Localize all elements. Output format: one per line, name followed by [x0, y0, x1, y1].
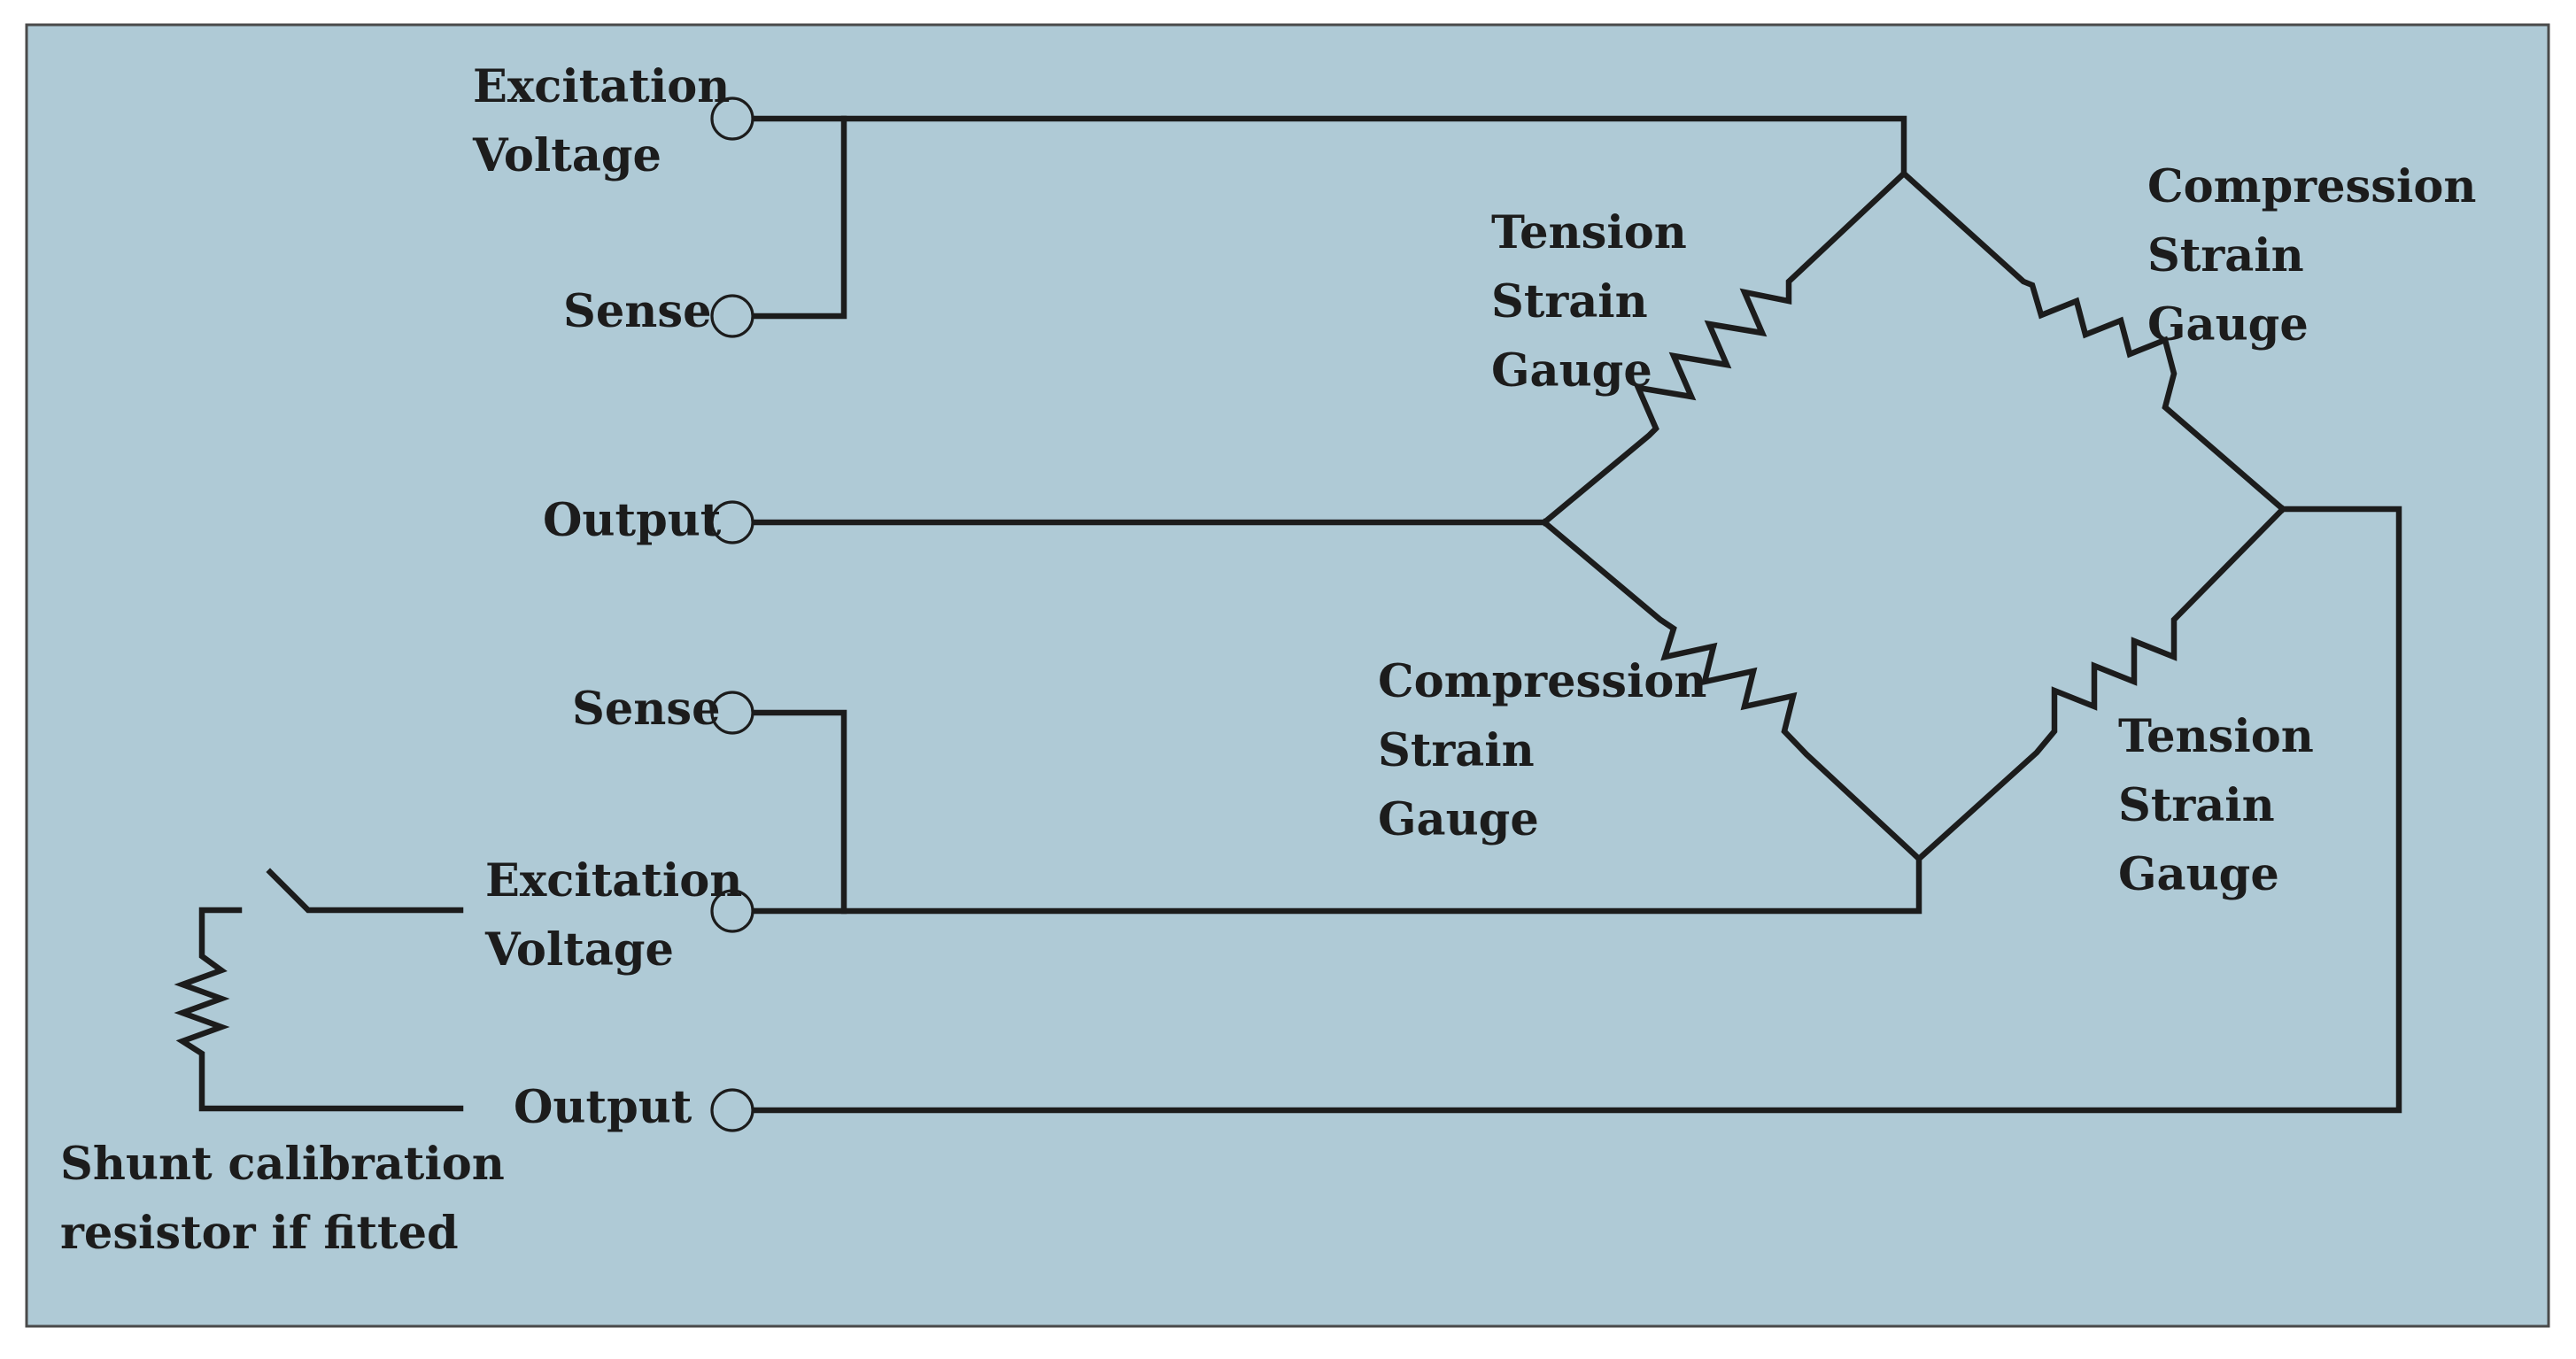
- label-output-left: Output: [543, 494, 722, 547]
- shunt-resistor-circuit: [174, 907, 464, 1112]
- label-excitation-voltage-top: Excitation Voltage: [472, 60, 746, 182]
- excitation-bottom-wire: [751, 855, 1922, 915]
- terminal-sense-top[interactable]: [710, 294, 754, 338]
- label-compression-strain-gauge-bottom-left: Compression Strain Gauge: [1378, 655, 1722, 846]
- diagram-background: [25, 23, 2550, 1328]
- terminal-excitation-top[interactable]: [710, 97, 754, 141]
- label-tension-strain-gauge-top-left: Tension Strain Gauge: [1491, 206, 1703, 398]
- excitation-top-wire: [751, 115, 1907, 177]
- terminal-output-bottom[interactable]: [710, 1088, 754, 1132]
- sense-top-wire: [751, 115, 847, 320]
- label-tension-strain-gauge-bottom-right: Tension Strain Gauge: [2118, 710, 2330, 901]
- terminal-output-left[interactable]: [710, 500, 754, 544]
- shunt-switch: [266, 868, 464, 914]
- compression-strain-gauge-bottom-left: [1540, 518, 1923, 863]
- label-excitation-voltage-bottom: Excitation Voltage: [484, 854, 758, 977]
- compression-strain-gauge-top-right: [1899, 169, 2287, 513]
- terminal-sense-bottom[interactable]: [710, 691, 754, 735]
- output-bottom-wire: [751, 506, 2402, 1114]
- sense-bottom-wire: [751, 709, 847, 915]
- label-sense-top: Sense: [563, 285, 712, 338]
- label-compression-strain-gauge-top-right: Compression Strain Gauge: [2147, 160, 2492, 351]
- label-output-bottom: Output: [514, 1081, 692, 1134]
- tension-strain-gauge-bottom-right: [1915, 505, 2287, 863]
- label-shunt-calibration: Shunt calibration resistor if fitted: [60, 1138, 521, 1260]
- tension-strain-gauge-top-left: [1540, 169, 1908, 527]
- label-sense-bottom: Sense: [572, 683, 721, 736]
- terminal-excitation-bottom[interactable]: [710, 889, 754, 933]
